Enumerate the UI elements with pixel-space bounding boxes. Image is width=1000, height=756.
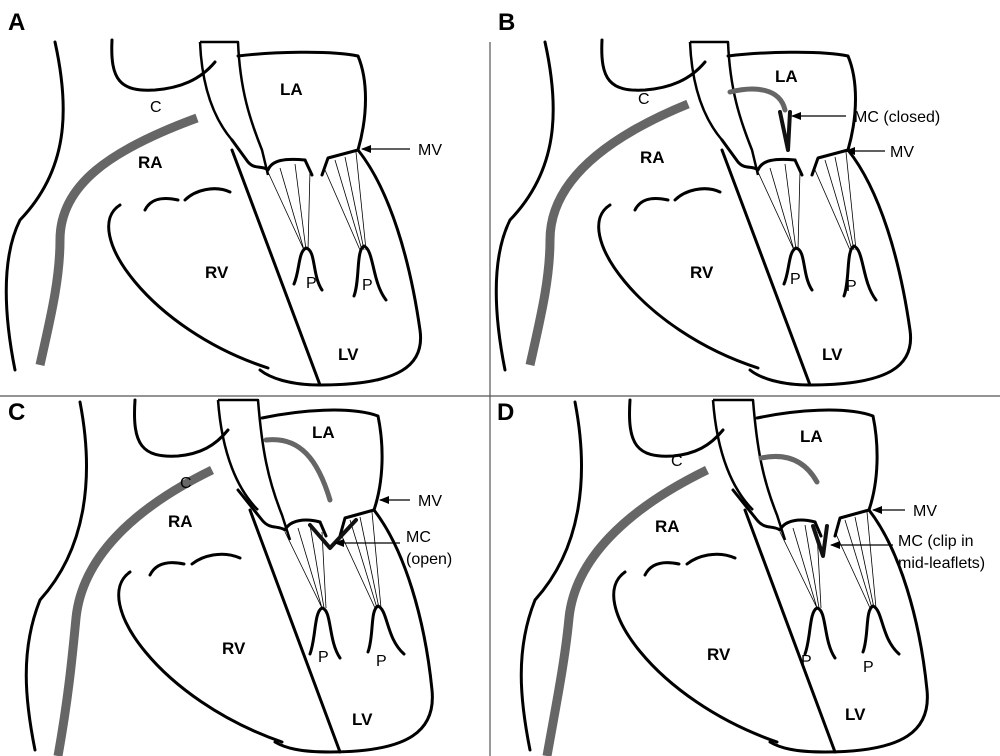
label-rv: RV [707, 645, 731, 664]
chordae-right [325, 152, 366, 250]
catheter [547, 470, 707, 756]
panel-b: B LA RA RV LV C P P MC (closed) MV [496, 9, 940, 385]
panel-letter: A [8, 9, 25, 36]
label-la: LA [800, 427, 823, 446]
label-mv: MV [890, 144, 914, 161]
mitral-annulus-left [722, 140, 795, 170]
label-papillary-2: P [376, 653, 387, 670]
label-device: MC (closed) [854, 109, 940, 126]
interventricular-septum [232, 150, 320, 385]
label-device-line1: MC (clip in [898, 533, 974, 550]
label-catheter: C [150, 99, 162, 116]
mitral-leaflet-right [812, 150, 848, 175]
papillary-muscle-2 [368, 606, 404, 654]
label-mv: MV [418, 493, 442, 510]
right-atrium-outline [6, 42, 63, 370]
right-ventricle-wall [119, 554, 282, 742]
label-ra: RA [655, 517, 680, 536]
label-rv: RV [690, 263, 714, 282]
label-rv: RV [222, 639, 246, 658]
label-catheter: C [638, 91, 650, 108]
label-papillary-1: P [306, 275, 317, 292]
label-mv: MV [913, 503, 937, 520]
mitral-leaflet-left [795, 160, 802, 175]
interventricular-septum [722, 150, 810, 385]
right-atrium-outline [496, 42, 553, 370]
panel-letter: D [497, 399, 514, 426]
chordae-left [268, 164, 310, 250]
right-atrium-outline [521, 402, 581, 750]
right-ventricle-wall [614, 554, 777, 742]
label-papillary-1: P [318, 649, 329, 666]
label-lv: LV [845, 705, 866, 724]
label-papillary-1: P [801, 653, 812, 670]
mitral-leaflet-left [320, 522, 326, 536]
right-ventricle-wall [109, 189, 268, 368]
label-papillary-2: P [863, 659, 874, 676]
label-la: LA [775, 67, 798, 86]
label-la: LA [280, 80, 303, 99]
panel-letter: B [498, 9, 515, 36]
chordae-right [340, 512, 381, 608]
panel-d: D LA RA RV LV C P P MV MC (clip in mid-l… [497, 399, 985, 756]
label-papillary-2: P [846, 278, 857, 295]
label-mv: MV [418, 142, 442, 159]
catheter-tip [266, 440, 330, 500]
catheter [530, 104, 688, 365]
label-catheter: C [671, 453, 683, 470]
label-papillary-2: P [362, 277, 373, 294]
mitral-leaflet-right [322, 150, 358, 175]
right-ventricle-wall [599, 189, 758, 368]
mitraclip-open [310, 520, 356, 548]
label-catheter: C [180, 475, 192, 492]
label-papillary-1: P [790, 271, 801, 288]
mitraclip-closed [780, 112, 790, 150]
catheter [40, 118, 197, 365]
catheter-tip [761, 456, 817, 482]
label-lv: LV [822, 345, 843, 364]
mitral-leaflet-right [835, 510, 869, 536]
label-lv: LV [338, 345, 359, 364]
label-rv: RV [205, 263, 229, 282]
panel-a: A LA RA RV LV C P P MV [6, 9, 442, 385]
label-ra: RA [168, 512, 193, 531]
panel-c: C LA RA RV LV C P P MV MC (open) [8, 399, 452, 756]
panel-letter: C [8, 399, 25, 426]
right-atrium-outline [26, 402, 86, 750]
label-ra: RA [138, 153, 163, 172]
label-lv: LV [352, 710, 373, 729]
label-ra: RA [640, 148, 665, 167]
label-device-line1: MC [406, 529, 431, 546]
label-device-line2: mid-leaflets) [898, 555, 985, 572]
label-device-line2: (open) [406, 551, 452, 568]
mitral-annulus-left [232, 140, 305, 170]
chordae-left [758, 164, 800, 250]
papillary-muscle-2 [863, 606, 899, 654]
chordae-right [835, 512, 876, 608]
chordae-right [815, 152, 856, 250]
papillary-muscle-1 [805, 608, 835, 658]
mitral-leaflet-left [305, 160, 312, 175]
label-la: LA [312, 423, 335, 442]
